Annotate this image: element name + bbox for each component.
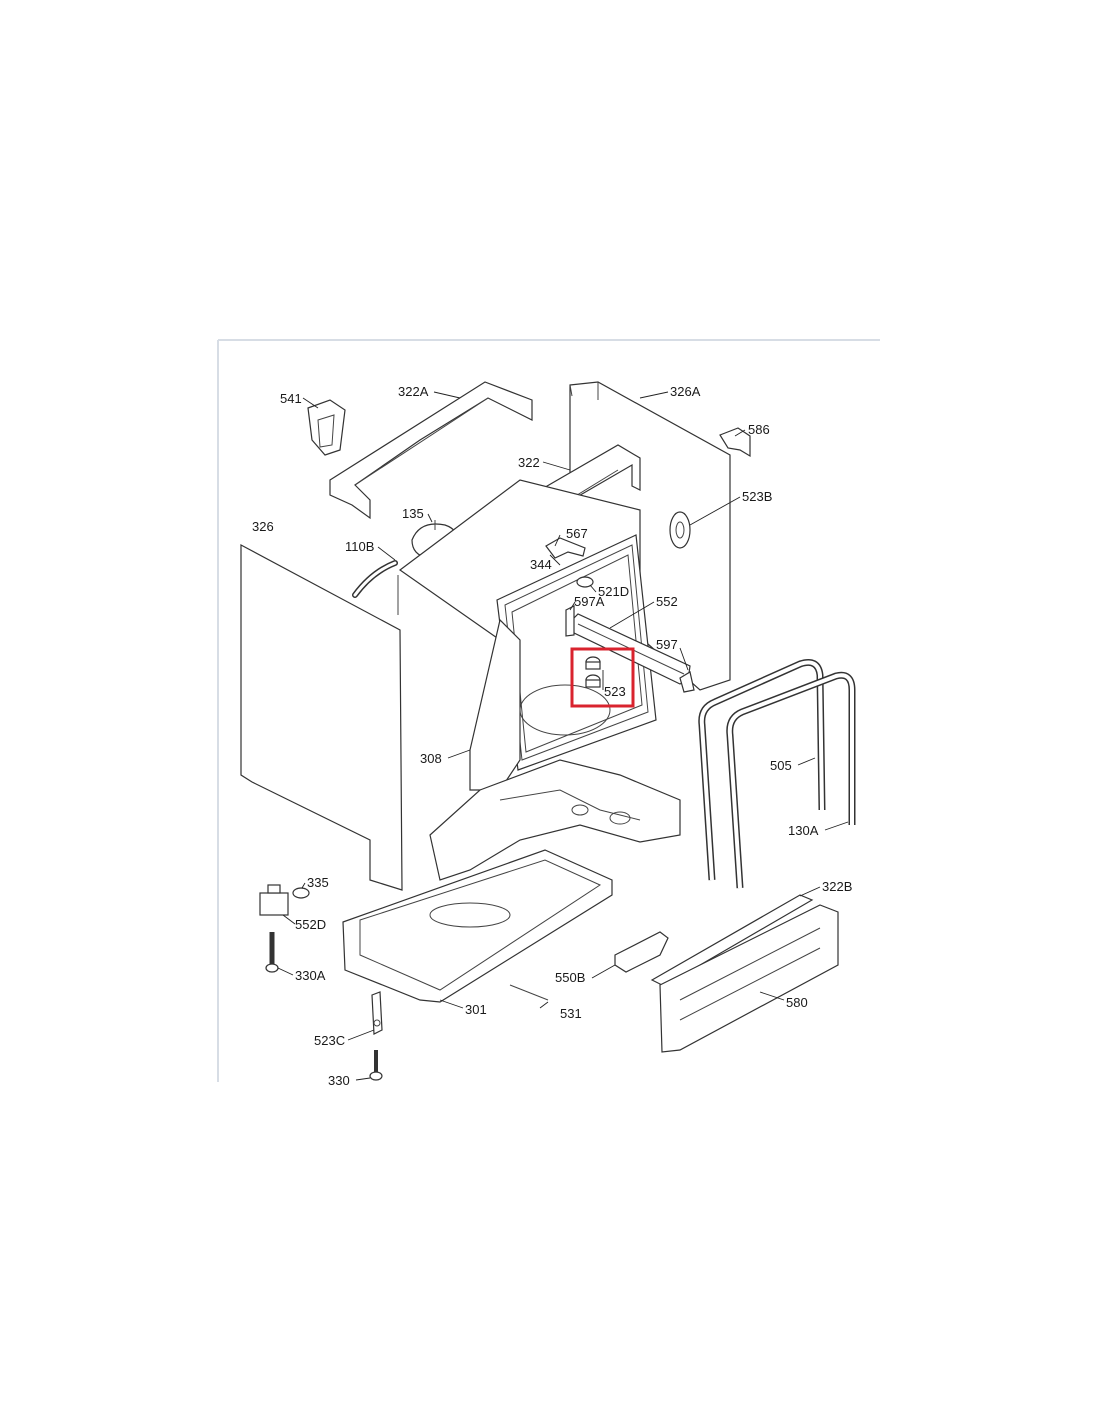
part-523-bushings [585,656,601,688]
highlight-box-523 [570,647,635,708]
label-523: 523 [604,684,626,699]
label-531: 531 [560,1006,582,1021]
label-135: 135 [402,506,424,521]
part-523b-grommet [669,511,691,549]
part-505-door-gasket [698,658,826,881]
label-552: 552 [656,594,678,609]
label-552d: 552D [295,917,326,932]
part-330a-screw [265,932,279,973]
label-580: 580 [786,995,808,1010]
label-110b: 110B [345,539,374,554]
label-330a: 330A [295,968,326,983]
part-523c-bracket [371,991,383,1035]
part-base-assembly [429,759,681,881]
part-597a-clip [565,605,575,637]
label-130a: 130A [788,823,819,838]
label-344: 344 [530,557,552,572]
label-523b: 523B [742,489,772,504]
label-550b: 550B [555,970,585,985]
label-322a: 322A [398,384,429,399]
part-567-clip [545,537,586,559]
label-330: 330 [328,1073,350,1088]
label-521d: 521D [598,584,629,599]
part-326-side-panel [240,543,403,891]
part-130a-gasket [726,671,856,889]
label-326a: 326A [670,384,701,399]
label-523c: 523C [314,1033,345,1048]
part-322b-rail [650,894,814,987]
part-541-clip [307,399,346,456]
part-322a-top-rail [329,381,533,520]
label-586: 586 [748,422,770,437]
part-552d-valve [259,884,310,916]
part-597-clip [679,671,695,693]
label-505: 505 [770,758,792,773]
part-110b-hose [352,560,399,615]
part-580-plate [659,904,839,1053]
label-322b: 322B [822,879,852,894]
label-597a: 597A [574,594,605,609]
leader-lines [277,391,849,1081]
label-326: 326 [252,519,274,534]
part-521d-cap [576,576,594,588]
part-301-base-tray [342,849,613,1003]
label-541: 541 [280,391,302,406]
label-335: 335 [307,875,329,890]
label-597: 597 [656,637,678,652]
part-tub-frame [398,479,657,791]
label-567: 567 [566,526,588,541]
part-330-screw [369,1050,383,1081]
part-550b-clip [614,931,669,973]
label-301: 301 [465,1002,487,1017]
part-586-bracket [719,427,751,458]
label-322: 322 [518,455,540,470]
label-308: 308 [420,751,442,766]
